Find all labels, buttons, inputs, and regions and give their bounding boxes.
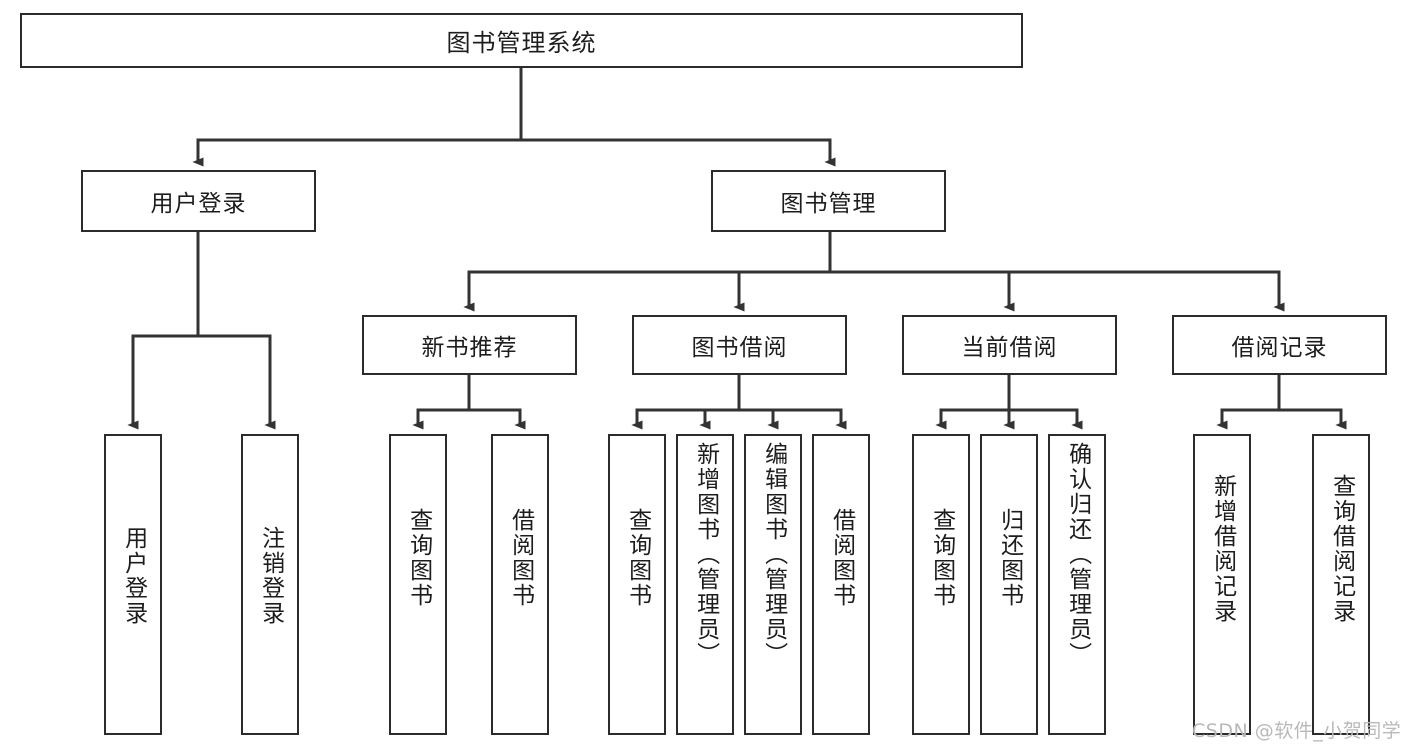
node-leaf-add-record[interactable]: 新增借阅记录 — [1193, 434, 1251, 735]
node-book-manage-label: 图书管理 — [780, 191, 877, 217]
node-leaf-logout-label: 注销登录 — [257, 526, 284, 626]
node-root-label: 图书管理系统 — [446, 29, 597, 57]
node-leaf-user-login-label: 用户登录 — [120, 526, 147, 626]
node-book-borrow-label: 图书借阅 — [691, 335, 788, 361]
node-leaf-edit-book[interactable]: 编辑图书（管理员） — [744, 434, 802, 735]
node-leaf-add-book-label: 新增图书（管理员） — [692, 442, 719, 667]
node-leaf-return-book-label: 归还图书 — [996, 508, 1023, 608]
node-root[interactable]: 图书管理系统 — [20, 13, 1023, 68]
node-leaf-edit-book-label: 编辑图书（管理员） — [760, 442, 787, 667]
node-leaf-borrow-book-1-label: 借阅图书 — [507, 508, 534, 608]
node-new-book-rec[interactable]: 新书推荐 — [362, 315, 577, 375]
node-borrow-record[interactable]: 借阅记录 — [1172, 315, 1387, 375]
node-leaf-query-book-1-label: 查询图书 — [405, 508, 432, 608]
node-user-login[interactable]: 用户登录 — [81, 170, 316, 232]
node-leaf-user-login[interactable]: 用户登录 — [104, 434, 162, 735]
node-user-login-label: 用户登录 — [150, 191, 247, 217]
node-leaf-borrow-book-2[interactable]: 借阅图书 — [812, 434, 870, 735]
node-current-borrow-label: 当前借阅 — [961, 335, 1058, 361]
node-leaf-query-book-3-label: 查询图书 — [928, 508, 955, 608]
node-leaf-query-book-2-label: 查询图书 — [624, 508, 651, 608]
node-book-manage[interactable]: 图书管理 — [711, 170, 946, 232]
node-leaf-query-record-label: 查询借阅记录 — [1328, 474, 1355, 624]
node-leaf-borrow-book-2-label: 借阅图书 — [828, 508, 855, 608]
node-leaf-confirm-return[interactable]: 确认归还（管理员） — [1048, 434, 1106, 735]
node-leaf-query-book-3[interactable]: 查询图书 — [912, 434, 970, 735]
node-borrow-record-label: 借阅记录 — [1231, 335, 1328, 361]
node-leaf-logout[interactable]: 注销登录 — [241, 434, 299, 735]
node-book-borrow[interactable]: 图书借阅 — [632, 315, 847, 375]
node-leaf-confirm-return-label: 确认归还（管理员） — [1064, 442, 1091, 667]
node-leaf-return-book[interactable]: 归还图书 — [980, 434, 1038, 735]
node-leaf-add-record-label: 新增借阅记录 — [1209, 474, 1236, 624]
node-current-borrow[interactable]: 当前借阅 — [902, 315, 1117, 375]
node-leaf-query-book-2[interactable]: 查询图书 — [608, 434, 666, 735]
node-leaf-query-record[interactable]: 查询借阅记录 — [1312, 434, 1370, 735]
node-leaf-add-book[interactable]: 新增图书（管理员） — [676, 434, 734, 735]
watermark: CSDN @软件_小贺同学 — [1192, 720, 1402, 742]
node-new-book-rec-label: 新书推荐 — [421, 335, 518, 361]
node-leaf-borrow-book-1[interactable]: 借阅图书 — [491, 434, 549, 735]
node-leaf-query-book-1[interactable]: 查询图书 — [389, 434, 447, 735]
